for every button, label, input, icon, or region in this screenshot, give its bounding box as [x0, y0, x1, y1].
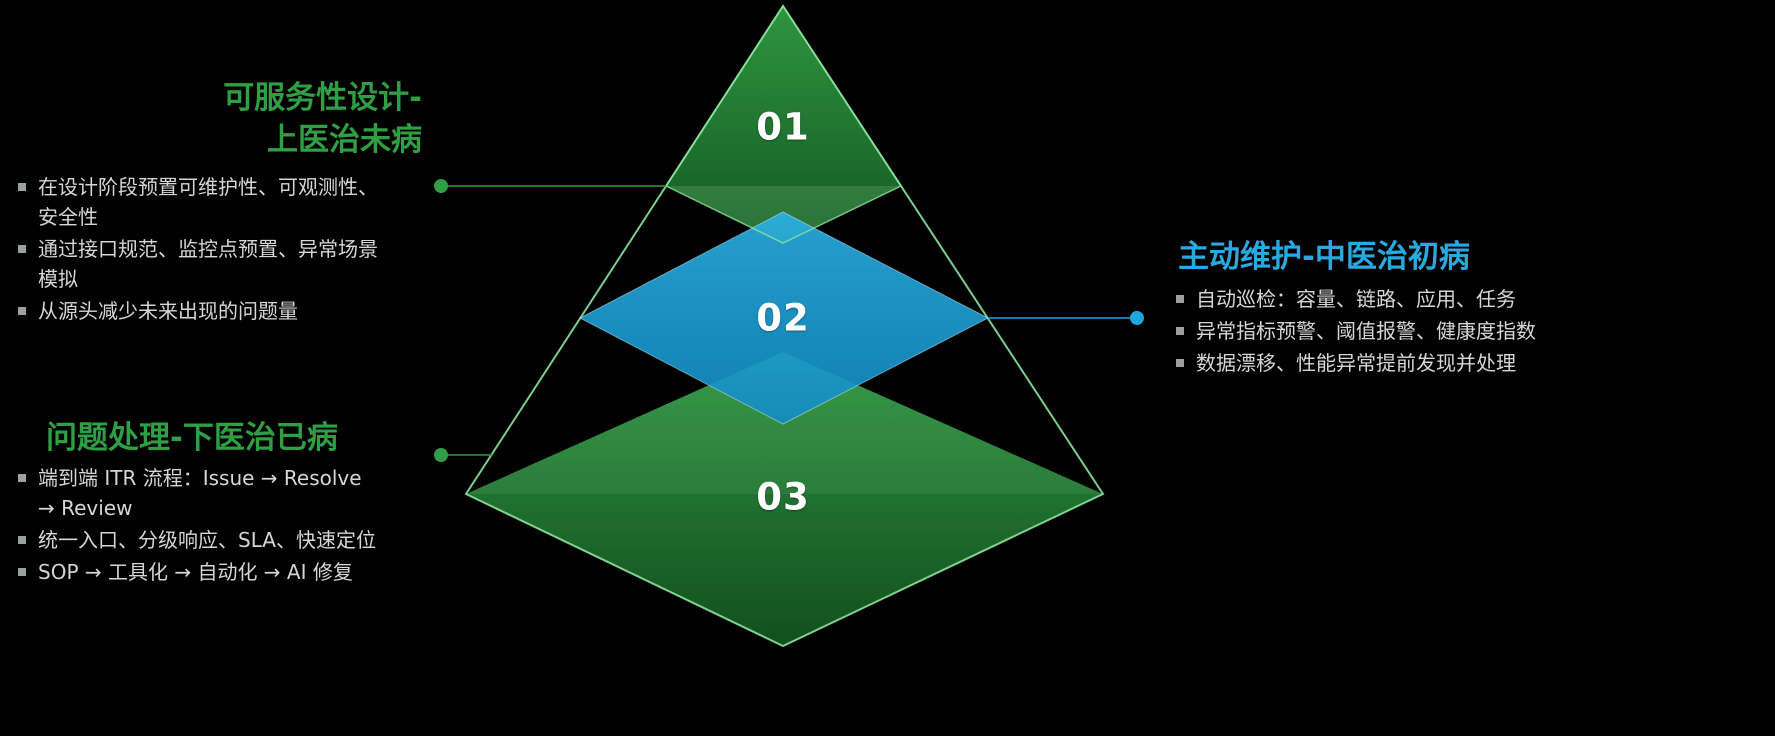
pyramid-level-1-outline	[664, 4, 903, 244]
design-title-line-1: 可服务性设计-	[223, 80, 422, 116]
bullet-text: 异常指标预警、阈值报警、健康度指数	[1196, 319, 1536, 343]
bullet-square-icon	[1176, 295, 1184, 303]
connector-dot-design	[434, 179, 448, 193]
pyramid-level-3-number: 03	[756, 475, 810, 519]
design-title-line-2: 上医治未病	[267, 122, 422, 158]
bullet-square-icon	[18, 245, 26, 253]
connector-dot-issue	[434, 448, 448, 462]
issue-bullet-2: 统一入口、分级响应、SLA、快速定位	[14, 525, 429, 555]
design-title: 可服务性设计- 上医治未病	[100, 77, 422, 161]
proactive-title: 主动维护-中医治初病	[1178, 239, 1470, 275]
bullet-text: 数据漂移、性能异常提前发现并处理	[1196, 351, 1516, 375]
design-bullet-1: 在设计阶段预置可维护性、可观测性、安全性	[14, 172, 429, 232]
pyramid-level-3-shape	[466, 352, 1103, 646]
proactive-bullet-2: 异常指标预警、阈值报警、健康度指数	[1172, 316, 1592, 346]
issue-title: 问题处理-下医治已病	[46, 420, 338, 456]
bullet-text: 端到端 ITR 流程：Issue → Resolve → Review	[38, 466, 362, 520]
bullet-square-icon	[18, 183, 26, 191]
issue-bullet-1: 端到端 ITR 流程：Issue → Resolve → Review	[14, 463, 429, 523]
issue-bullet-3: SOP → 工具化 → 自动化 → AI 修复	[14, 557, 429, 587]
pyramid-level-2-number: 02	[756, 296, 810, 340]
bullet-square-icon	[18, 568, 26, 576]
bullet-text: 从源头减少未来出现的问题量	[38, 299, 298, 323]
design-bullet-2: 通过接口规范、监控点预置、异常场景模拟	[14, 234, 429, 294]
bullet-square-icon	[18, 307, 26, 315]
pyramid-level-2-outline	[578, 211, 990, 425]
proactive-bullets: 自动巡检：容量、链路、应用、任务 异常指标预警、阈值报警、健康度指数 数据漂移、…	[1172, 284, 1592, 380]
bullet-text: 统一入口、分级响应、SLA、快速定位	[38, 528, 376, 552]
design-bullet-3: 从源头减少未来出现的问题量	[14, 296, 429, 326]
connector-dot-proactive	[1130, 311, 1144, 325]
pyramid-outline	[464, 4, 1105, 648]
bullet-text: 自动巡检：容量、链路、应用、任务	[1196, 287, 1516, 311]
bullet-square-icon	[1176, 359, 1184, 367]
proactive-bullet-1: 自动巡检：容量、链路、应用、任务	[1172, 284, 1592, 314]
bullet-text: SOP → 工具化 → 自动化 → AI 修复	[38, 560, 353, 584]
design-bullets: 在设计阶段预置可维护性、可观测性、安全性 通过接口规范、监控点预置、异常场景模拟…	[14, 172, 429, 328]
proactive-bullet-3: 数据漂移、性能异常提前发现并处理	[1172, 348, 1592, 378]
bullet-text: 通过接口规范、监控点预置、异常场景模拟	[38, 237, 378, 291]
issue-bullets: 端到端 ITR 流程：Issue → Resolve → Review 统一入口…	[14, 463, 429, 589]
bullet-square-icon	[18, 474, 26, 482]
bullet-text: 在设计阶段预置可维护性、可观测性、安全性	[38, 175, 378, 229]
bullet-square-icon	[1176, 327, 1184, 335]
pyramid-level-1-number: 01	[756, 105, 810, 149]
pyramid-level-1-shape	[666, 6, 901, 243]
bullet-square-icon	[18, 536, 26, 544]
